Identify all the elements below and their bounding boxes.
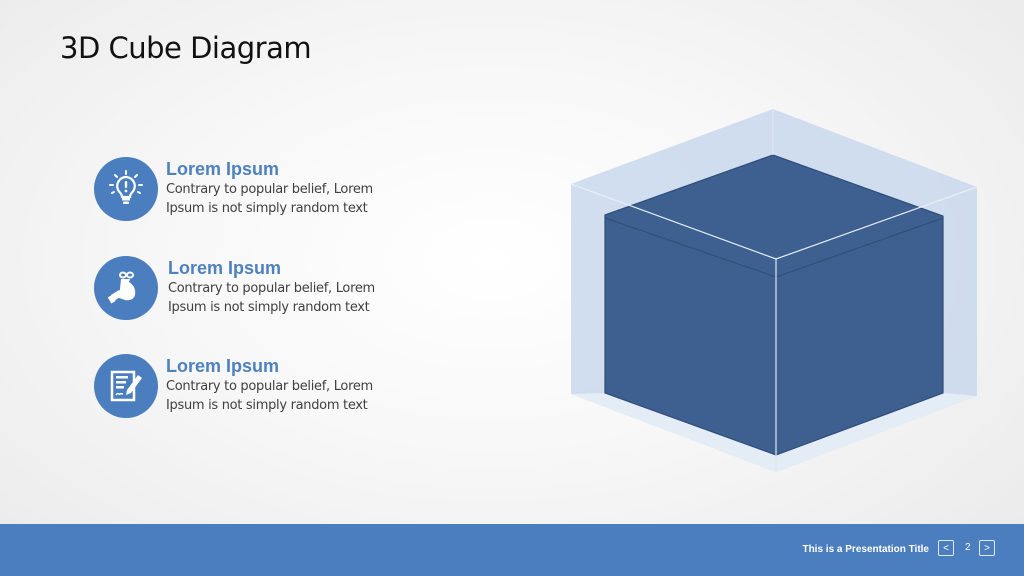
next-slide-button[interactable]: > <box>979 540 995 556</box>
item-heading: Lorem Ipsum <box>168 258 282 278</box>
lightbulb-icon <box>94 157 158 221</box>
item-description-line: Contrary to popular belief, Lorem <box>166 182 373 197</box>
footer-bar: This is a Presentation Title < 2 > <box>0 524 1024 576</box>
item-description-line: Ipsum is not simply random text <box>168 300 370 315</box>
prev-slide-button[interactable]: < <box>938 540 954 556</box>
item-description-line: Contrary to popular belief, Lorem <box>168 281 375 296</box>
item-description-line: Ipsum is not simply random text <box>166 398 368 413</box>
list-item-1: Lorem Ipsum Contrary to popular belief, … <box>94 157 414 223</box>
item-description: Contrary to popular belief, Lorem Ipsum … <box>166 377 406 415</box>
slide-title: 3D Cube Diagram <box>60 31 312 65</box>
chevron-right-icon: > <box>984 543 990 554</box>
item-description-line: Ipsum is not simply random text <box>166 201 368 216</box>
item-description-line: Contrary to popular belief, Lorem <box>166 379 373 394</box>
item-description: Contrary to popular belief, Lorem Ipsum … <box>168 279 408 317</box>
presentation-title: This is a Presentation Title <box>802 544 929 555</box>
item-heading: Lorem Ipsum <box>166 356 280 376</box>
document-pen-icon <box>94 354 158 418</box>
list-item-3: Lorem Ipsum Contrary to popular belief, … <box>94 354 414 420</box>
item-description: Contrary to popular belief, Lorem Ipsum … <box>166 180 406 218</box>
list-item-2: Lorem Ipsum Contrary to popular belief, … <box>94 256 414 322</box>
money-bag-hand-icon <box>94 256 158 320</box>
chevron-left-icon: < <box>943 543 949 554</box>
inner-cube <box>604 154 944 456</box>
item-heading: Lorem Ipsum <box>166 159 280 179</box>
page-number: 2 <box>965 542 971 553</box>
